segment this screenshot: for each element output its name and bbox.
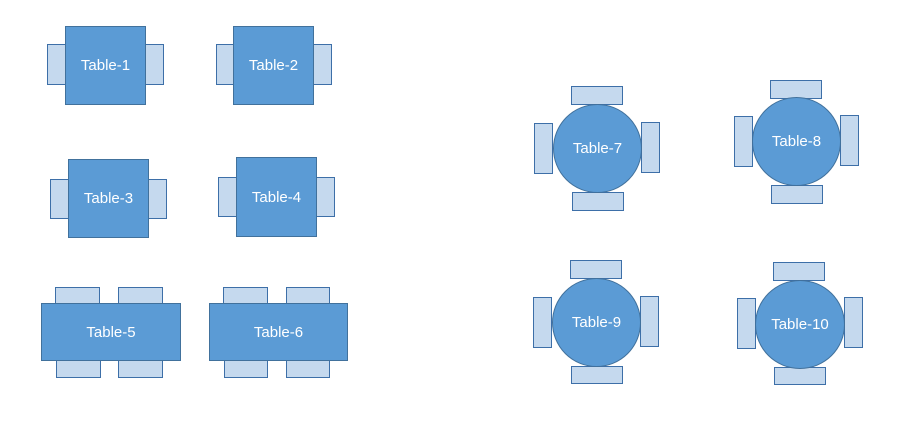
chair[interactable]: [316, 177, 335, 217]
table-2[interactable]: Table-2: [233, 26, 314, 105]
table-5[interactable]: Table-5: [41, 303, 181, 361]
chair[interactable]: [641, 122, 660, 173]
chair[interactable]: [534, 123, 553, 174]
table-6[interactable]: Table-6: [209, 303, 348, 361]
table-9[interactable]: Table-9: [552, 278, 641, 367]
chair[interactable]: [773, 262, 825, 281]
table-8[interactable]: Table-8: [752, 97, 841, 186]
chair[interactable]: [286, 360, 330, 378]
chair[interactable]: [145, 44, 164, 85]
chair[interactable]: [771, 185, 823, 204]
table-7[interactable]: Table-7: [553, 104, 642, 193]
chair[interactable]: [572, 192, 624, 211]
chair[interactable]: [118, 360, 163, 378]
table-1[interactable]: Table-1: [65, 26, 146, 105]
chair[interactable]: [571, 86, 623, 105]
chair[interactable]: [218, 177, 237, 217]
table-10[interactable]: Table-10: [755, 280, 845, 369]
chair[interactable]: [844, 297, 863, 348]
chair[interactable]: [840, 115, 859, 166]
chair[interactable]: [224, 360, 268, 378]
chair[interactable]: [571, 366, 623, 384]
chair[interactable]: [570, 260, 622, 279]
chair[interactable]: [286, 287, 330, 304]
chair[interactable]: [50, 179, 69, 219]
chair[interactable]: [774, 367, 826, 385]
chair[interactable]: [640, 296, 659, 347]
chair[interactable]: [118, 287, 163, 304]
chair[interactable]: [533, 297, 552, 348]
chair[interactable]: [223, 287, 268, 304]
chair[interactable]: [313, 44, 332, 85]
table-4[interactable]: Table-4: [236, 157, 317, 237]
chair[interactable]: [56, 360, 101, 378]
table-3[interactable]: Table-3: [68, 159, 149, 238]
chair[interactable]: [55, 287, 100, 304]
chair[interactable]: [148, 179, 167, 219]
chair[interactable]: [47, 44, 66, 85]
chair[interactable]: [737, 298, 756, 349]
chair[interactable]: [734, 116, 753, 167]
